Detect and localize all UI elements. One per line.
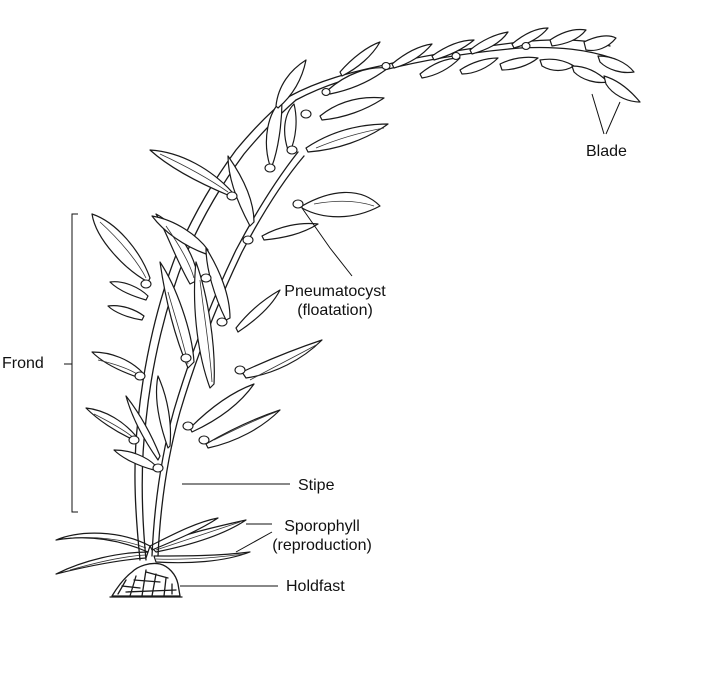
tip-blades [391, 27, 641, 103]
sporophyll-drawing [55, 517, 251, 575]
holdfast-label: Holdfast [286, 578, 345, 595]
holdfast-drawing [109, 562, 183, 598]
sporophyll-label-line2: (reproduction) [272, 537, 372, 554]
frond-blades [85, 213, 323, 471]
blade-leader [591, 93, 621, 135]
sporophyll-label: Sporophyll (reproduction) [264, 517, 380, 555]
pneumatocyst-label-line2: (floatation) [297, 302, 373, 319]
pneumatocyst-label-line1: Pneumatocyst [284, 283, 386, 300]
blade-label: Blade [586, 143, 627, 160]
sporophyll-leader [235, 523, 273, 553]
sporophyll-label-line1: Sporophyll [284, 518, 360, 535]
stipe-label: Stipe [298, 477, 335, 494]
frond-label: Frond [2, 355, 44, 372]
pneumatocyst-leader [301, 207, 353, 277]
leader-lines [64, 93, 621, 587]
frond-bracket [64, 213, 78, 513]
pneumatocyst-drawing [128, 41, 531, 473]
pneumatocyst-label: Pneumatocyst (floatation) [278, 282, 392, 320]
upper-blades [149, 41, 389, 241]
